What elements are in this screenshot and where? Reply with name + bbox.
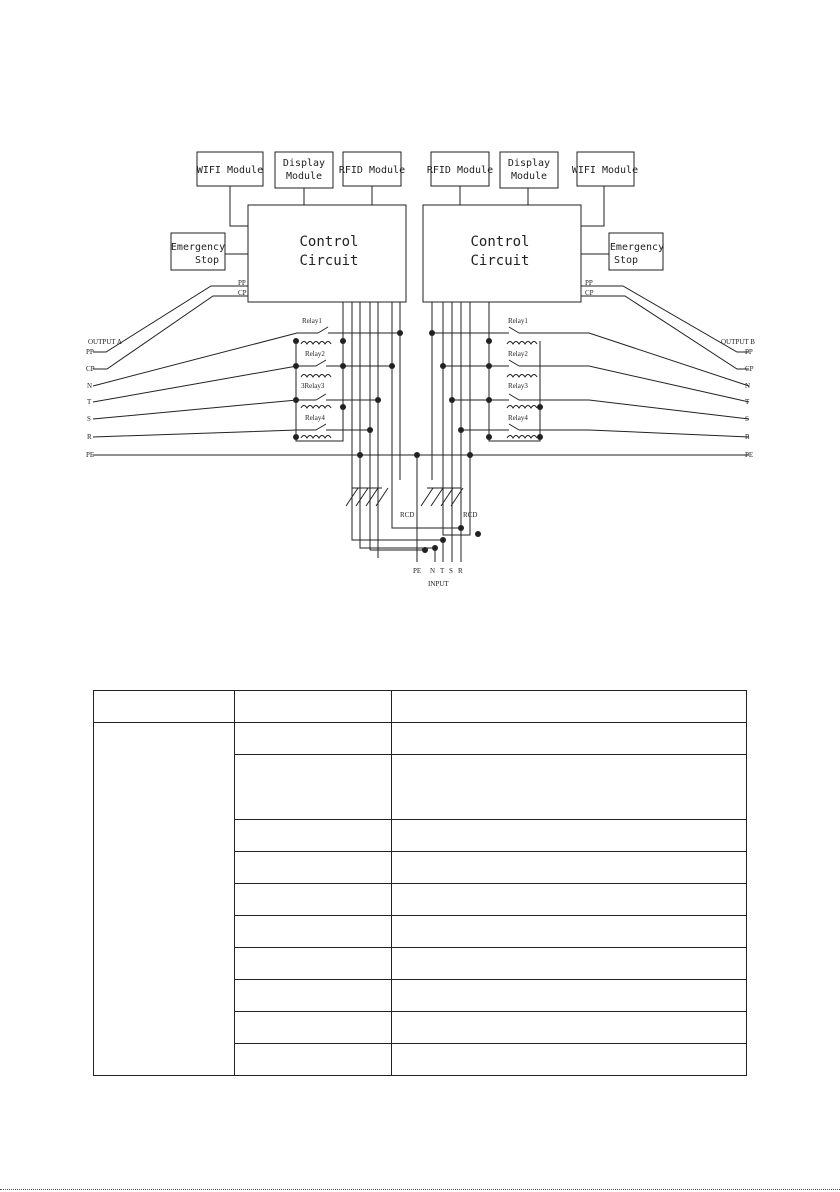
right-display-label-2: Module [511, 171, 547, 182]
table-cell [391, 915, 747, 948]
table-cell [391, 1043, 747, 1076]
spec-table [93, 690, 747, 1076]
table-header-cell [93, 690, 235, 723]
right-estop-label-2: Stop [614, 255, 638, 266]
wiring-diagram: WIFI Module Display Module RFID Module C… [86, 151, 755, 588]
table-row [94, 947, 747, 980]
left-display-label-1: Display [283, 158, 325, 169]
left-emergency-stop-box [170, 232, 226, 271]
right-wifi-module-box [576, 151, 635, 187]
right-control-label-1: Control [470, 234, 529, 250]
right-cp-inner-label: CP [585, 289, 594, 297]
right-relay-2-label: Relay2 [508, 350, 528, 358]
table-cell [391, 754, 747, 820]
left-relay-2-label: Relay2 [305, 350, 325, 358]
right-cp-label: CP [745, 365, 754, 373]
input-n-label: N [430, 567, 435, 575]
table-cell [234, 947, 392, 980]
right-n-label: N [745, 382, 750, 390]
table-cell [391, 851, 747, 884]
left-pe-label: PE [86, 451, 94, 459]
table-header-cell [234, 690, 392, 723]
input-s-label: S [449, 567, 453, 575]
table-row [94, 1043, 747, 1076]
left-pp-label: PP [86, 348, 94, 356]
left-relay-4-label: Relay4 [305, 414, 325, 422]
left-t-label: T [87, 398, 92, 406]
right-display-module-box [499, 151, 559, 189]
table-cell [234, 851, 392, 884]
left-relay-1-label: Relay1 [302, 317, 322, 325]
input-r-label: R [458, 567, 463, 575]
table-cell [234, 883, 392, 916]
left-cp-label: CP [86, 365, 95, 373]
table-row [94, 979, 747, 1012]
table-cell [234, 1011, 392, 1044]
left-n-label: N [87, 382, 92, 390]
right-wifi-module-label: WIFI Module [572, 165, 638, 176]
right-relay-4-label: Relay4 [508, 414, 528, 422]
left-rcd-label: RCD [400, 511, 414, 519]
output-a-label: OUTPUT A [88, 338, 122, 346]
table-row [94, 851, 747, 884]
left-pp-inner-label: PP [238, 279, 246, 287]
table-cell [391, 819, 747, 852]
table-cell [234, 754, 392, 820]
table-row [94, 883, 747, 916]
table-cell [391, 979, 747, 1012]
table-header-row [93, 690, 747, 723]
left-control-label-1: Control [299, 234, 358, 250]
left-s-label: S [87, 415, 91, 423]
table-row [94, 915, 747, 948]
table-cell [391, 947, 747, 980]
right-rfid-module-label: RFID Module [427, 165, 493, 176]
right-rcd-label: RCD [463, 511, 477, 519]
input-label: INPUT [428, 580, 449, 588]
table-cell [234, 979, 392, 1012]
right-pp-label: PP [745, 348, 753, 356]
table-row [93, 722, 747, 1076]
right-control-label-2: Circuit [470, 253, 529, 269]
right-pp-inner-label: PP [585, 279, 593, 287]
right-pe-label: PE [745, 451, 753, 459]
left-relay-3-label: 3Relay3 [301, 382, 325, 390]
input-t-label: T [440, 567, 445, 575]
left-wifi-module-label: WIFI Module [197, 165, 263, 176]
left-estop-label-1: Emergency [171, 242, 225, 253]
left-display-label-2: Module [286, 171, 322, 182]
table-cell [391, 883, 747, 916]
table-row [94, 1011, 747, 1044]
output-b-label: OUTPUT B [721, 338, 755, 346]
table-cell [391, 1011, 747, 1044]
left-cp-inner-label: CP [238, 289, 247, 297]
page-bottom-rule [0, 1189, 840, 1190]
right-estop-label-1: Emergency [610, 242, 664, 253]
left-estop-label-2: Stop [195, 255, 219, 266]
table-cell [234, 819, 392, 852]
table-header-cell [391, 690, 747, 723]
left-rfid-module-label: RFID Module [339, 165, 405, 176]
right-emergency-stop-box [608, 232, 664, 271]
table-cell [234, 915, 392, 948]
table-row [94, 754, 747, 820]
right-relay-1-label: Relay1 [508, 317, 528, 325]
table-cell [234, 722, 392, 755]
left-control-label-2: Circuit [299, 253, 358, 269]
table-group-cell [93, 722, 235, 1076]
right-t-label: T [745, 398, 750, 406]
right-display-label-1: Display [508, 158, 550, 169]
right-r-label: R [745, 433, 750, 441]
table-cell [391, 722, 747, 755]
table-cell [234, 1043, 392, 1076]
right-relay-3-label: Relay3 [508, 382, 528, 390]
right-s-label: S [745, 415, 749, 423]
input-pe-label: PE [413, 567, 421, 575]
left-r-label: R [87, 433, 92, 441]
